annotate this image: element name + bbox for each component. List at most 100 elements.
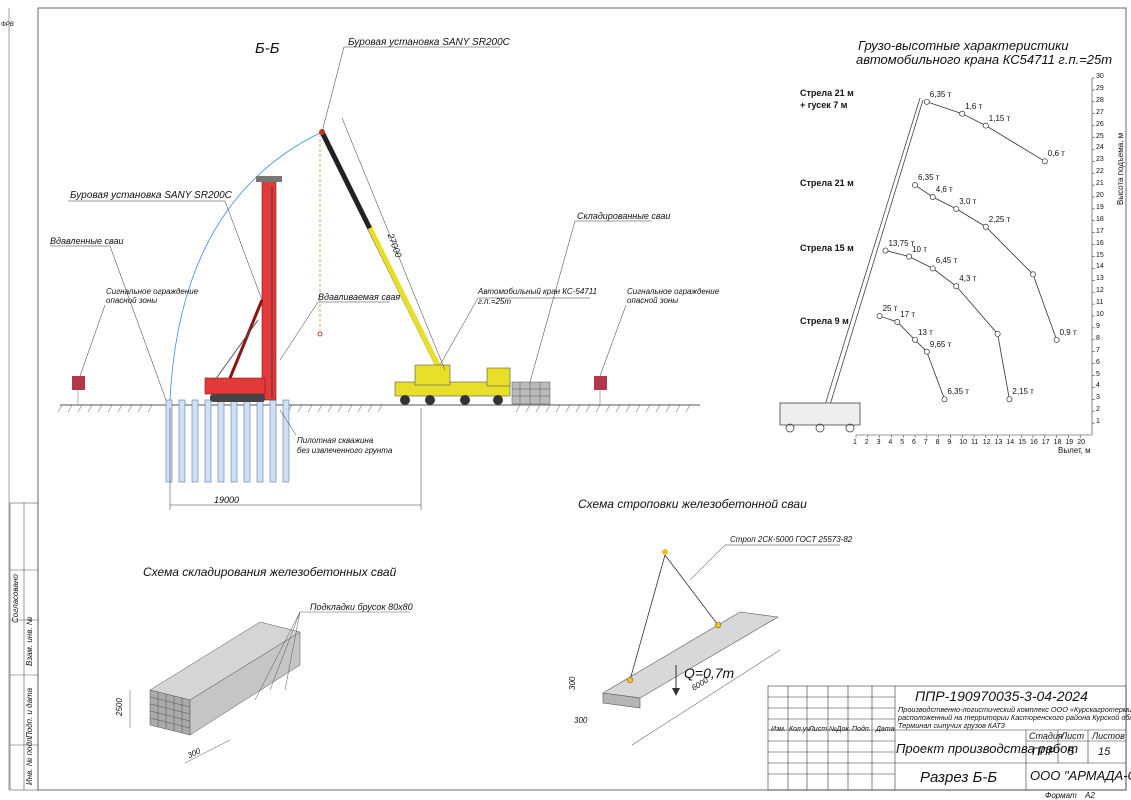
x-tick-label: 9 [947, 439, 952, 446]
series-point [929, 194, 936, 200]
tb-h-list: Лист [809, 726, 828, 733]
series-point [876, 313, 883, 319]
load-label: 25 т [882, 304, 898, 313]
y-tick-label: 14 [1096, 263, 1104, 271]
y-tick-label: 4 [1096, 382, 1100, 390]
stamp-inv: Инв. № подл. [25, 735, 34, 785]
tb-h-podp: Подп. [852, 726, 871, 733]
y-tick-label: 30 [1096, 73, 1104, 80]
storage-dim-height: 2500 [115, 698, 124, 716]
tb-project: Проект производства работ [896, 741, 1079, 756]
drilling-rig [204, 176, 282, 402]
sling-dim-300b: 300 [574, 716, 588, 725]
load-label: 6,35 т [918, 173, 940, 183]
load-label: 0,6 т [1047, 149, 1065, 159]
x-tick-label: 18 [1053, 439, 1062, 446]
load-label: 4,6 т [935, 185, 953, 194]
x-tick-label: 13 [994, 439, 1003, 446]
load-label: 1,6 т [965, 101, 983, 111]
load-label: 6,35 т [947, 387, 969, 397]
stamp-vzam: Взам. инв. № [25, 616, 34, 666]
label-pile-driven: Вдавливаемая свая [318, 292, 401, 302]
series-point [1041, 158, 1048, 165]
y-tick-label: 19 [1096, 203, 1104, 211]
sling-title: Схема строповки железобетонной сваи [578, 497, 807, 511]
mobile-crane [317, 129, 511, 405]
label-pilot-1: Пилотная скважина [297, 436, 374, 445]
y-tick-label: 1 [1096, 418, 1100, 426]
series-point [1006, 396, 1013, 403]
chart-title-1: Грузо-высотные характеристики [858, 38, 1069, 53]
x-tick-label: 3 [876, 439, 881, 446]
x-tick-label: 10 [959, 439, 967, 446]
label-fence-right-2: опасной зоны [627, 296, 679, 305]
label-pilot-2: без извлеченного грунта [297, 446, 393, 455]
tb-sheets-h: Листов [1092, 731, 1125, 741]
load-label: 13 т [918, 327, 933, 337]
series-label-boom9: Стрела 9 м [800, 316, 849, 326]
corner-mark: ФРВ [1, 22, 14, 28]
crane-chart-frame [856, 78, 1093, 436]
tb-sheets: 15 [1098, 746, 1111, 758]
ground [57, 404, 700, 413]
series-line [926, 101, 1046, 162]
x-tick-label: 7 [923, 439, 928, 446]
tb-sheet: 5 [1068, 746, 1075, 758]
load-label: 6,45 т [935, 256, 958, 266]
sling-scheme [602, 544, 840, 746]
load-label: 6,35 т [929, 89, 952, 99]
load-label: 2,25 т [988, 214, 1011, 224]
label-driven-piles: Вдавленные сваи [50, 236, 124, 246]
stored-piles-stack [511, 381, 551, 405]
series-point [929, 265, 936, 272]
title-block-grid [767, 685, 1127, 791]
leader-lines [50, 46, 652, 436]
tb-desc-1: Производственно-логистический комплекс О… [898, 705, 1131, 714]
y-tick-label: 28 [1096, 96, 1104, 104]
y-tick-label: 10 [1096, 311, 1104, 318]
x-tick-label: 14 [1006, 439, 1015, 446]
label-stored-piles: Складированные сваи [577, 211, 671, 221]
section-title: Б-Б [255, 40, 280, 57]
tb-sheet-name: Разрез Б-Б [920, 769, 998, 786]
series-label-boom21-jib-1: Стрела 21 м [800, 88, 854, 98]
series-point [982, 223, 989, 230]
sling-strop: Строп 2СК-5000 ГОСТ 25573-82 [730, 535, 853, 544]
x-tick-label: 5 [900, 439, 905, 446]
series-label-boom15: Стрела 15 м [800, 243, 854, 253]
load-label: 1,15 т [988, 113, 1011, 123]
x-tick-label: 16 [1030, 439, 1038, 446]
label-crane-1: Автомобильный кран КС-54711 [478, 287, 598, 296]
series-point [894, 319, 901, 325]
x-tick-label: 11 [971, 439, 979, 446]
label-crane-2: г.п.=25т [478, 297, 512, 306]
y-tick-label: 25 [1096, 132, 1104, 140]
y-tick-label: 3 [1096, 394, 1100, 402]
sling-dim-300a: 300 [568, 676, 577, 690]
series-point [982, 122, 989, 129]
y-tick-label: 15 [1096, 251, 1104, 259]
storage-scheme [129, 611, 410, 764]
series-point [953, 283, 960, 290]
series-point [912, 336, 918, 343]
x-tick-label: 2 [864, 439, 869, 446]
series-point [882, 247, 889, 254]
series-point [941, 396, 948, 403]
y-tick-label: 7 [1096, 346, 1100, 354]
y-tick-label: 16 [1096, 239, 1104, 247]
y-tick-label: 29 [1096, 84, 1104, 92]
tb-h-kol: Кол.уч [789, 726, 810, 733]
series-point [994, 330, 1001, 337]
x-tick-label: 8 [935, 439, 940, 446]
series-line [914, 184, 1057, 340]
chart-xlabel: Вылет, м [1058, 446, 1091, 455]
tb-stage-h: Стадия [1029, 731, 1063, 741]
swing-arc [169, 131, 323, 401]
load-label: 0,9 т [1059, 327, 1077, 337]
load-label: 17 т [900, 309, 916, 319]
y-tick-label: 6 [1096, 358, 1100, 366]
series-point [923, 98, 930, 105]
crane-chart-curves [876, 98, 1060, 403]
series-label-boom21-jib-2: + гусек 7 м [800, 100, 848, 110]
